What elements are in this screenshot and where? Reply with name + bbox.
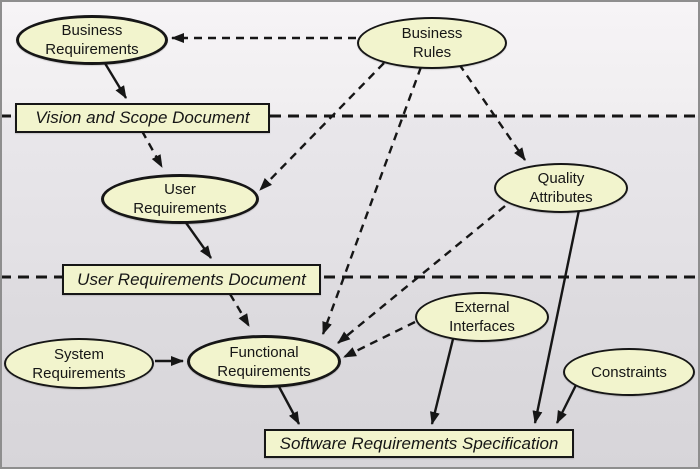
edge-business-rules-to-functional-requirements: [321, 66, 423, 335]
edge-user-requirements-to-urd: [183, 219, 212, 259]
node-user-requirements: User Requirements: [101, 174, 259, 224]
edge-constraints-to-srs: [555, 384, 578, 424]
edge-urd-to-functional-requirements: [228, 293, 251, 327]
edge-functional-requirements-to-srs: [275, 382, 301, 425]
node-constraints: Constraints: [563, 348, 695, 396]
edge-vision-scope-to-user-requirements: [140, 130, 164, 168]
node-functional-requirements: Functional Requirements: [187, 335, 341, 388]
edge-external-interfaces-to-functional-requirements: [343, 320, 416, 359]
edge-business-requirements-to-vision-scope: [101, 59, 128, 99]
node-system-requirements: System Requirements: [4, 338, 154, 389]
doc-vision-and-scope-document: Vision and Scope Document: [15, 103, 270, 133]
edge-business-rules-to-user-requirements: [259, 62, 385, 191]
doc-user-requirements-document: User Requirements Document: [62, 264, 321, 295]
node-quality-attributes: Quality Attributes: [494, 163, 628, 213]
node-business-requirements: Business Requirements: [16, 15, 168, 65]
doc-software-requirements-specification: Software Requirements Specification: [264, 429, 574, 458]
node-business-rules: Business Rules: [357, 17, 507, 69]
edge-external-interfaces-to-srs: [430, 338, 455, 425]
edge-business-rules-to-quality-attributes: [458, 63, 526, 161]
node-external-interfaces: External Interfaces: [415, 292, 549, 342]
edge-quality-attributes-to-srs: [532, 209, 581, 424]
